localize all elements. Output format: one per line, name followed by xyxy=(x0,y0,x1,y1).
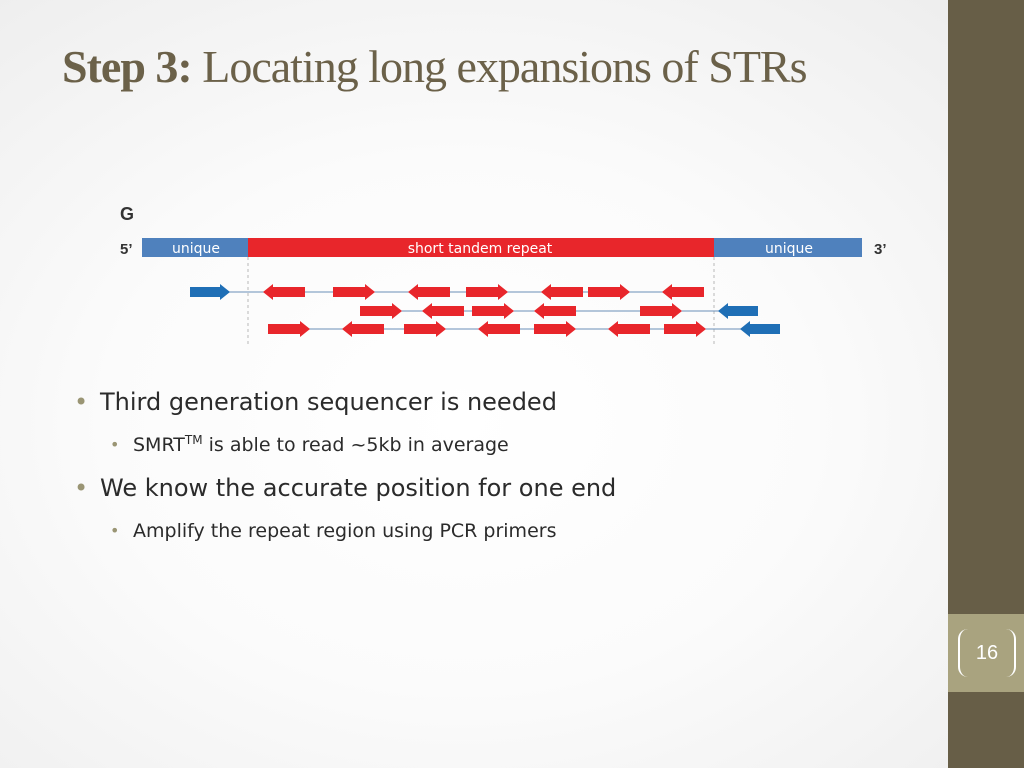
slide-title: Step 3: Locating long expansions of STRs xyxy=(62,38,922,96)
repeat-unit-arrow xyxy=(404,321,446,337)
repeat-unit-arrow xyxy=(360,303,402,319)
unique-left-label: unique xyxy=(172,241,220,257)
repeat-unit-arrow xyxy=(342,321,384,337)
sequencing-reads xyxy=(190,284,780,337)
bullet-dot: • xyxy=(74,388,89,416)
unique-segment-left xyxy=(142,238,248,257)
unique-right-label: unique xyxy=(765,241,813,257)
repeat-segment xyxy=(248,238,714,257)
repeat-unit-arrow xyxy=(588,284,630,300)
unique-segment-right xyxy=(714,238,862,257)
bullet-item: • We know the accurate position for one e… xyxy=(70,466,930,510)
sub-bullet-text-rest: is able to read ~5kb in average xyxy=(202,434,509,456)
three-prime-label: 3’ xyxy=(874,241,887,258)
repeat-unit-arrow xyxy=(472,303,514,319)
bullet-item: • Third generation sequencer is needed xyxy=(70,380,930,424)
unique-anchor-arrow xyxy=(718,303,758,319)
sub-bullet-text: SMRT xyxy=(133,434,185,456)
unique-anchor-arrow xyxy=(740,321,780,337)
trademark-superscript: TM xyxy=(184,433,203,447)
repeat-unit-arrow xyxy=(408,284,450,300)
page-number-tab xyxy=(948,614,1024,692)
page-number: 16 xyxy=(958,629,1016,677)
bullet-dot: • xyxy=(110,435,120,454)
repeat-unit-arrow xyxy=(541,284,583,300)
five-prime-label: 5’ xyxy=(120,241,133,258)
repeat-unit-arrow xyxy=(268,321,310,337)
title-step-label: Step 3: xyxy=(62,41,193,92)
str-read-diagram: G 5’ unique short tandem repeat unique 3… xyxy=(120,204,887,344)
repeat-unit-arrow xyxy=(662,284,704,300)
repeat-unit-arrow xyxy=(422,303,464,319)
repeat-unit-arrow xyxy=(466,284,508,300)
bullet-list: • Third generation sequencer is needed • S… xyxy=(70,380,930,552)
repeat-unit-arrow xyxy=(534,321,576,337)
panel-label: G xyxy=(120,204,134,224)
repeat-unit-arrow xyxy=(478,321,520,337)
repeat-unit-arrow xyxy=(640,303,682,319)
sub-bullet-item: • SMRTTM is able to read ~5kb in average xyxy=(70,424,930,466)
title-text: Locating long expansions of STRs xyxy=(191,41,807,92)
bullet-dot: • xyxy=(110,521,120,540)
bullet-text: We know the accurate position for one en… xyxy=(100,474,617,502)
repeat-unit-arrow xyxy=(263,284,305,300)
bullet-dot: • xyxy=(74,474,89,502)
repeat-label: short tandem repeat xyxy=(408,241,553,257)
repeat-unit-arrow xyxy=(534,303,576,319)
repeat-unit-arrow xyxy=(664,321,706,337)
bullet-text: Third generation sequencer is needed xyxy=(100,388,557,416)
unique-anchor-arrow xyxy=(190,284,230,300)
repeat-unit-arrow xyxy=(333,284,375,300)
repeat-unit-arrow xyxy=(608,321,650,337)
sub-bullet-text: Amplify the repeat region using PCR prim… xyxy=(133,520,557,542)
sub-bullet-item: • Amplify the repeat region using PCR pri… xyxy=(70,510,930,552)
